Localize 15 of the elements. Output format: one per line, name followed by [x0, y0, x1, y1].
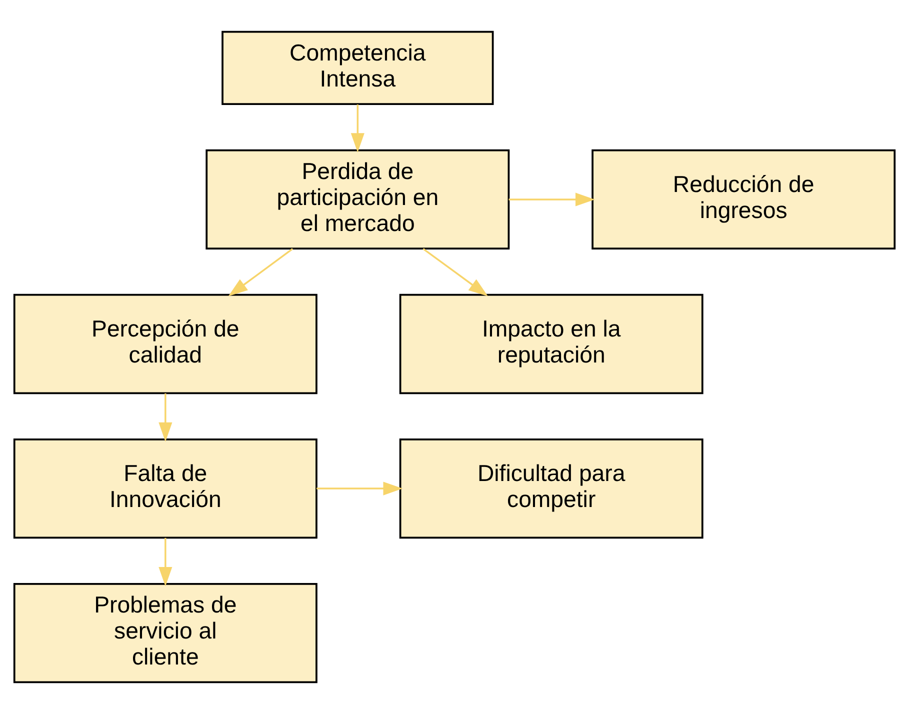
- node-box: Falta de Innovación: [13, 438, 318, 539]
- node-box: Reducción de ingresos: [592, 149, 896, 250]
- arrow: [228, 248, 294, 296]
- node-box: Perdida de participación en el mercado: [206, 149, 510, 250]
- node-box: Dificultad para competir: [399, 438, 704, 539]
- arrow: [508, 192, 595, 206]
- node-box: Impacto en la reputación: [399, 294, 704, 394]
- arrow: [350, 104, 364, 152]
- arrow: [158, 393, 172, 442]
- node-box: Percepción de calidad: [13, 294, 318, 394]
- node-box: Problemas de servicio al cliente: [13, 582, 318, 684]
- arrow: [158, 538, 172, 586]
- node-box: Competencia Intensa: [222, 30, 494, 105]
- arrow: [316, 482, 403, 496]
- arrow: [422, 248, 488, 296]
